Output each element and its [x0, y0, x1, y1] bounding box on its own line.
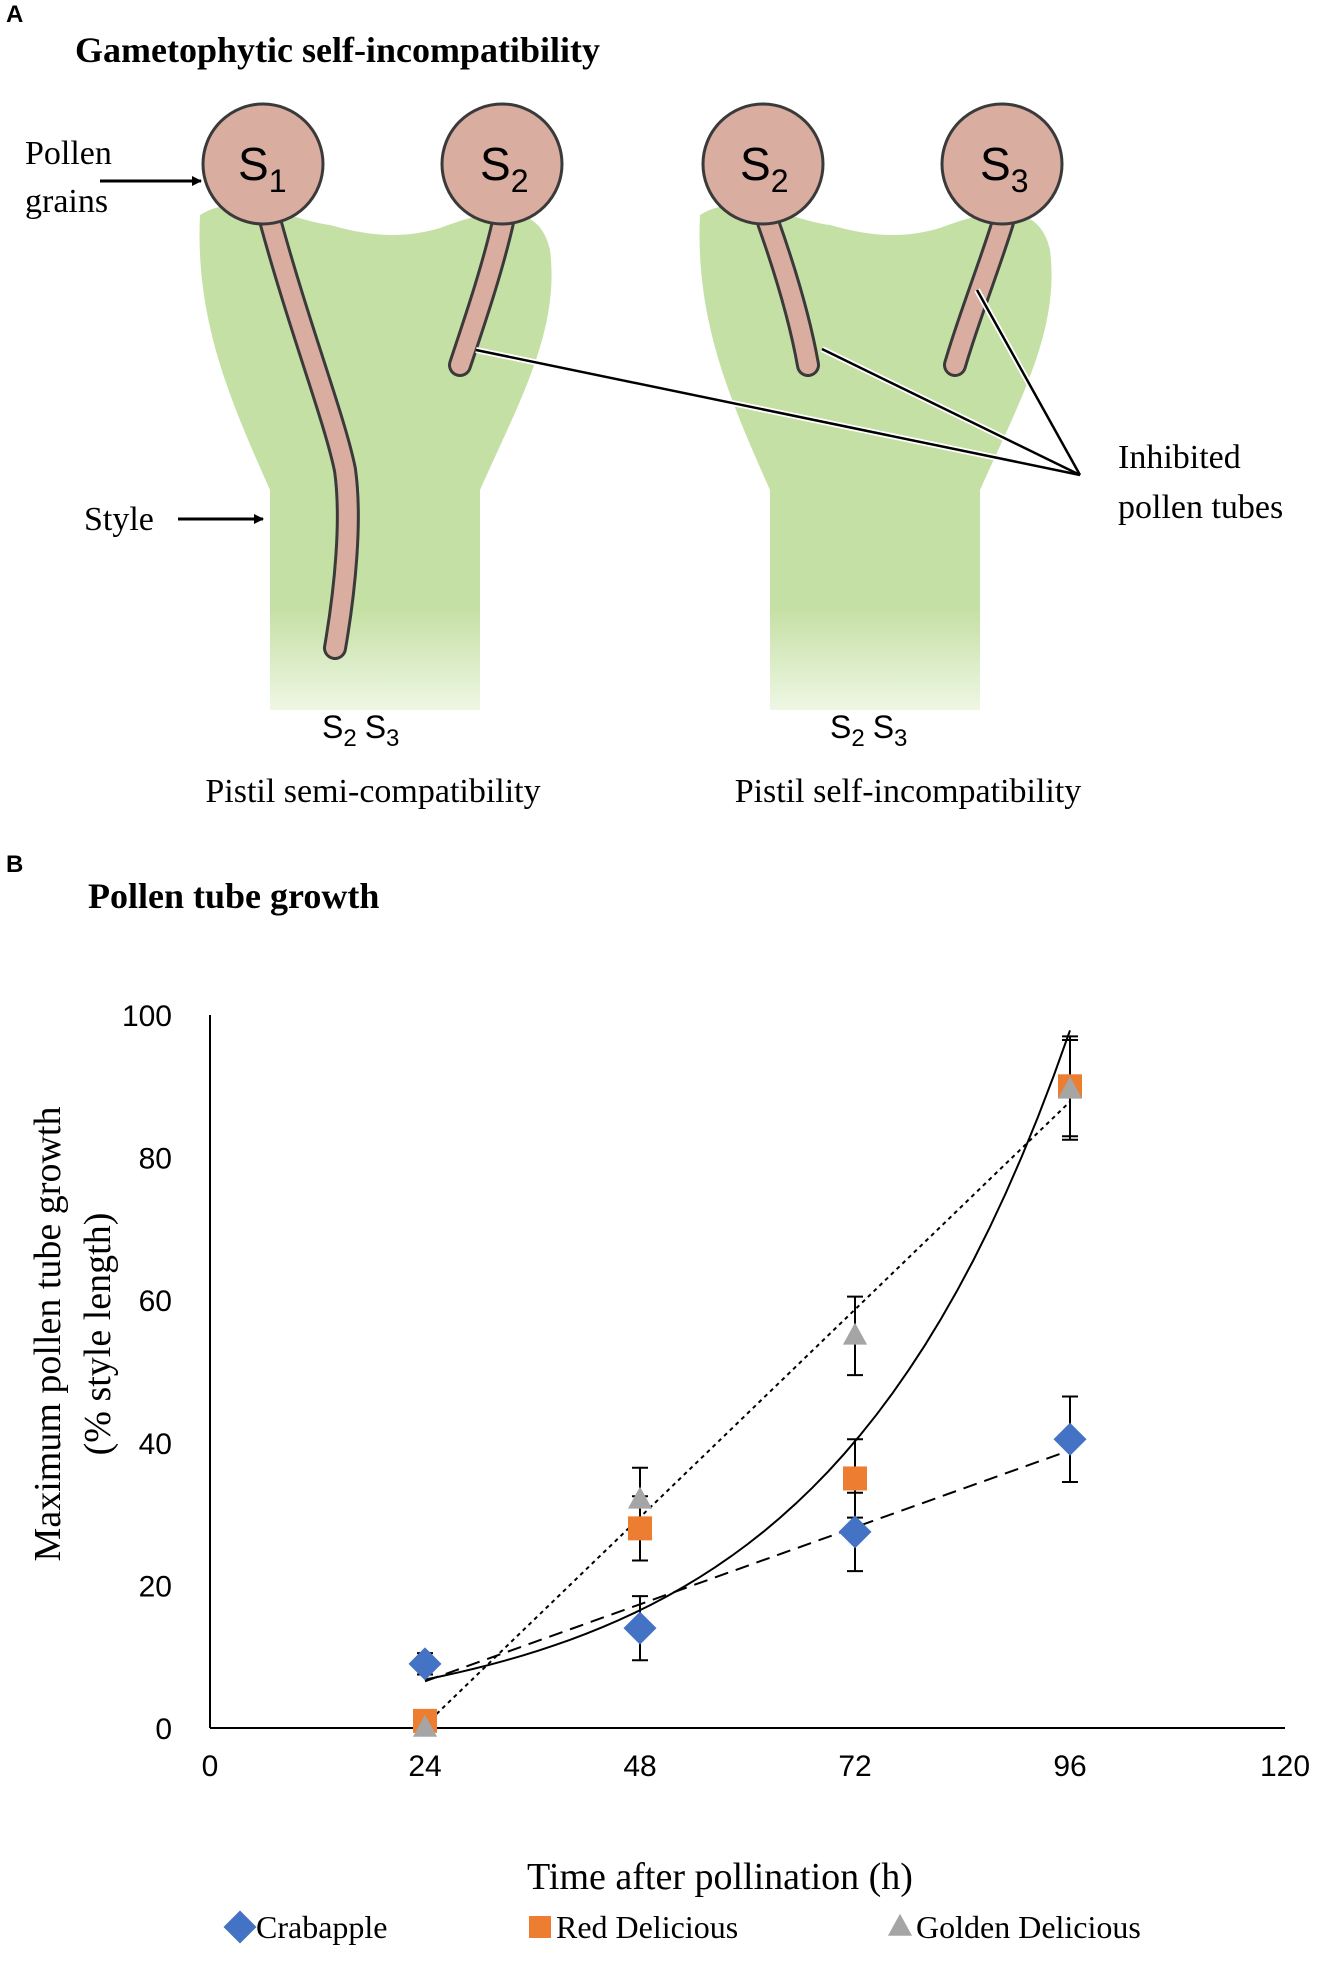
y-tick-label: 0	[155, 1713, 172, 1746]
y-tick-label: 60	[139, 1285, 172, 1318]
data-point-triangle	[412, 1714, 438, 1737]
y-tick-label: 100	[122, 1000, 172, 1033]
pollen-grain-s1	[201, 102, 325, 226]
pollen-label-left-1: S1	[238, 138, 286, 199]
data-point-triangle	[1057, 1076, 1083, 1099]
trendlines	[424, 1030, 1071, 1726]
error-bars	[417, 1035, 1078, 1676]
pollen-tube-chart: 0 24 48 72 96 120 0 20 40 60 80 100 Time after pol…	[27, 1000, 1310, 1945]
y-tick-label: 20	[139, 1570, 172, 1603]
x-tick-label: 120	[1260, 1750, 1310, 1783]
label-inhibited-2: pollen tubes	[1118, 489, 1283, 526]
panel-b-title: Pollen tube growth	[88, 876, 379, 916]
panel-b-letter: B	[6, 851, 23, 878]
left-pollen-tube-compatible	[261, 211, 357, 657]
trendline-0	[424, 1449, 1071, 1683]
right-pistil-caption: Pistil self-incompatibility	[735, 773, 1082, 810]
data-point-triangle	[842, 1322, 868, 1345]
x-tick-label: 48	[623, 1750, 656, 1783]
x-axis-label: Time after pollination (h)	[527, 1856, 913, 1898]
x-tick-label: 0	[202, 1750, 219, 1783]
label-inhibited-1: Inhibited	[1118, 439, 1241, 476]
label-pollen-grains-1: Pollen	[25, 135, 112, 172]
data-point-diamond	[838, 1515, 872, 1549]
legend-marker-square	[529, 1916, 551, 1938]
data-point-diamond	[1053, 1422, 1087, 1456]
panel-a-letter: A	[6, 1, 23, 28]
legend-label: Red Delicious	[556, 1909, 738, 1945]
legend: Crabapple Red Delicious Golden Delicious	[223, 1909, 1141, 1945]
pollen-label-right-1: S2	[740, 138, 788, 199]
pollen-grain-s2-right	[701, 102, 825, 226]
data-point-square	[843, 1466, 867, 1491]
x-tick-label: 72	[838, 1750, 871, 1783]
data-point-square	[628, 1516, 652, 1541]
pollen-label-right-2: S3	[980, 138, 1028, 199]
x-tick-label: 24	[408, 1750, 441, 1783]
panel-a-title: Gametophytic self-incompatibility	[75, 30, 600, 70]
pollen-grain-s3	[940, 102, 1064, 226]
legend-marker-triangle	[887, 1913, 913, 1936]
legend-label: Golden Delicious	[916, 1909, 1141, 1945]
data-point-diamond	[408, 1647, 442, 1681]
data-point-triangle	[627, 1486, 653, 1509]
right-pollen-tube-inhibited-1	[759, 213, 817, 374]
y-axis-label-1: Maximum pollen tube growth	[27, 1107, 69, 1562]
y-tick-label: 80	[139, 1143, 172, 1176]
x-tick-label: 96	[1053, 1750, 1086, 1783]
y-axis-label-2: (% style length)	[77, 1213, 119, 1456]
pollen-grain-s2-left	[440, 102, 564, 226]
trendline-2	[424, 1100, 1071, 1726]
left-pistil-caption: Pistil semi-compatibility	[205, 773, 540, 810]
inhibited-pointer-lines	[475, 289, 1082, 477]
y-tick-label: 40	[139, 1428, 172, 1461]
left-pollen-tube-inhibited	[451, 213, 512, 374]
data-point-diamond	[623, 1611, 657, 1645]
legend-label: Crabapple	[256, 1909, 388, 1945]
legend-marker-diamond	[223, 1910, 257, 1944]
x-tick-labels: 0 24 48 72 96 120	[202, 1750, 1310, 1783]
pollen-label-left-2: S2	[480, 138, 528, 199]
trendline-1	[424, 1030, 1071, 1681]
label-style: Style	[84, 501, 154, 538]
data-points	[408, 1074, 1087, 1737]
label-pollen-grains-2: grains	[25, 183, 108, 220]
y-tick-labels: 0 20 40 60 80 100	[122, 1000, 172, 1746]
